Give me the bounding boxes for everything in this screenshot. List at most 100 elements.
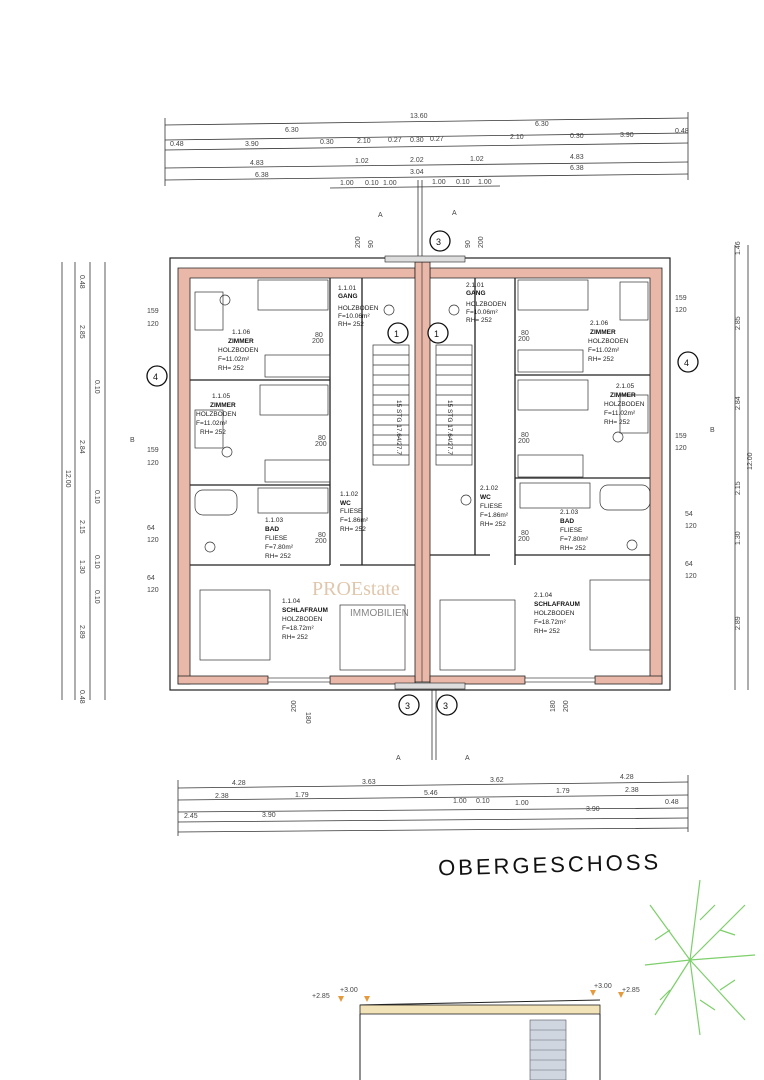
dim-top-r4-0: 4.83 xyxy=(250,160,264,167)
svg-text:3: 3 xyxy=(405,701,410,711)
svg-text:F=18.72m²: F=18.72m² xyxy=(282,625,314,632)
svg-text:1: 1 xyxy=(434,329,439,339)
svg-text:1.30: 1.30 xyxy=(735,531,742,545)
svg-text:200: 200 xyxy=(518,336,530,343)
svg-text:2.38: 2.38 xyxy=(215,793,229,800)
svg-text:2.45: 2.45 xyxy=(184,813,198,820)
svg-text:0.10: 0.10 xyxy=(93,590,100,604)
section-a-bottom-left: A xyxy=(396,755,401,762)
axis-3-top-label: 3 xyxy=(436,237,441,247)
svg-text:3.62: 3.62 xyxy=(490,777,504,784)
svg-text:3.90: 3.90 xyxy=(262,812,276,819)
svg-text:1.00: 1.00 xyxy=(515,800,529,807)
svg-text:120: 120 xyxy=(147,537,159,544)
room-label-2-1-04: 2.1.04 SCHLAFRAUM HOLZBODEN F=18.72m² RH… xyxy=(534,592,580,635)
section-strip xyxy=(338,990,624,1080)
right-dimension-text: 1.46 2.85 2.84 2.15 1.30 2.89 12.00 xyxy=(735,241,754,630)
svg-text:0.48: 0.48 xyxy=(78,690,85,704)
svg-text:200: 200 xyxy=(355,236,362,248)
svg-text:RH= 252: RH= 252 xyxy=(560,545,586,552)
dim-top-r3-0: 3.90 xyxy=(245,141,259,148)
svg-text:1.79: 1.79 xyxy=(295,792,309,799)
stair-right xyxy=(435,344,473,466)
svg-text:80: 80 xyxy=(521,432,529,439)
room-label-2-1-06: 2.1.06 ZIMMER HOLZBODEN F=11.02m² RH= 25… xyxy=(588,320,629,363)
dim-top-r6-4: 0.10 xyxy=(456,179,470,186)
svg-text:200: 200 xyxy=(312,338,324,345)
svg-text:BAD: BAD xyxy=(265,526,279,533)
svg-text:RH= 252: RH= 252 xyxy=(338,321,364,328)
svg-text:RH= 252: RH= 252 xyxy=(265,553,291,560)
section-a-top-right: A xyxy=(452,210,457,217)
svg-text:180: 180 xyxy=(550,700,557,712)
left-dimension-chain xyxy=(61,262,106,700)
svg-text:SCHLAFRAUM: SCHLAFRAUM xyxy=(282,607,328,614)
svg-text:1.46: 1.46 xyxy=(735,241,742,255)
dim-top-r4-3: 1.02 xyxy=(470,156,484,163)
svg-text:FLIESE: FLIESE xyxy=(265,535,288,542)
svg-text:80: 80 xyxy=(521,330,529,337)
svg-text:RH= 252: RH= 252 xyxy=(534,628,560,635)
svg-text:+3.00: +3.00 xyxy=(594,983,612,990)
svg-text:1: 1 xyxy=(394,329,399,339)
svg-text:1.00: 1.00 xyxy=(453,798,467,805)
svg-text:RH= 252: RH= 252 xyxy=(466,317,492,324)
svg-text:0.10: 0.10 xyxy=(93,490,100,504)
dim-top-r6-3: 1.00 xyxy=(432,179,446,186)
svg-text:F=10.06m²: F=10.06m² xyxy=(338,313,370,320)
svg-text:12.00: 12.00 xyxy=(64,470,71,488)
interior-walls xyxy=(190,278,650,566)
right-dimension-chain xyxy=(734,245,749,690)
svg-text:2.1.04: 2.1.04 xyxy=(534,592,552,599)
svg-text:120: 120 xyxy=(685,573,697,580)
svg-text:HOLZBODEN: HOLZBODEN xyxy=(338,305,379,312)
dim-top-r2-3: 0.48 xyxy=(675,128,689,135)
svg-text:HOLZBODEN: HOLZBODEN xyxy=(604,401,645,408)
dim-top-r2-1: 6.30 xyxy=(285,127,299,134)
svg-text:2.1.01: 2.1.01 xyxy=(466,282,484,289)
svg-text:ZIMMER: ZIMMER xyxy=(228,338,254,345)
section-a-bottom-right: A xyxy=(465,755,470,762)
svg-text:F=11.02m²: F=11.02m² xyxy=(604,410,636,417)
dim-top-r4-4: 4.83 xyxy=(570,154,584,161)
svg-text:159: 159 xyxy=(675,433,687,440)
svg-text:2.84: 2.84 xyxy=(78,440,85,454)
room-label-1-1-06: 1.1.06 ZIMMER HOLZBODEN F=11.02m² RH= 25… xyxy=(218,329,259,372)
stair-left xyxy=(372,344,410,466)
svg-text:RH= 252: RH= 252 xyxy=(604,419,630,426)
dim-top-r6-0: 1.00 xyxy=(340,180,354,187)
top-dimension-chain xyxy=(164,112,689,189)
svg-text:ZIMMER: ZIMMER xyxy=(590,329,616,336)
svg-text:F=7.80m²: F=7.80m² xyxy=(560,536,589,543)
axis-4-left-marker xyxy=(146,365,168,387)
dim-top-r2-0: 0.48 xyxy=(170,141,184,148)
svg-text:200: 200 xyxy=(563,700,570,712)
section-b-left: B xyxy=(130,437,135,444)
watermark-sub: IMMOBILIEN xyxy=(350,608,409,619)
svg-text:80: 80 xyxy=(318,532,326,539)
watermark-brand: PROEstate xyxy=(312,578,400,600)
stair-label-right: 15 STG 17.64/27.7 xyxy=(446,400,453,455)
svg-text:3: 3 xyxy=(443,701,448,711)
svg-text:120: 120 xyxy=(147,587,159,594)
svg-text:+3.00: +3.00 xyxy=(340,987,358,994)
svg-text:120: 120 xyxy=(147,460,159,467)
svg-text:0.48: 0.48 xyxy=(665,799,679,806)
axis-3-top-marker xyxy=(429,230,451,252)
svg-text:2.1.03: 2.1.03 xyxy=(560,509,578,516)
svg-text:GANG: GANG xyxy=(466,290,486,297)
svg-text:SCHLAFRAUM: SCHLAFRAUM xyxy=(534,601,580,608)
svg-text:90: 90 xyxy=(368,240,375,248)
svg-text:80: 80 xyxy=(521,530,529,537)
dim-top-r3-3: 0.27 xyxy=(388,137,402,144)
svg-text:2.1.06: 2.1.06 xyxy=(590,320,608,327)
svg-text:+2.85: +2.85 xyxy=(312,993,330,1000)
svg-text:F=11.02m²: F=11.02m² xyxy=(196,420,228,427)
svg-text:120: 120 xyxy=(675,307,687,314)
svg-text:0.10: 0.10 xyxy=(476,798,490,805)
room-label-1-1-01: 1.1.01 GANG HOLZBODEN F=10.06m² RH= 252 xyxy=(338,285,379,328)
svg-text:HOLZBODEN: HOLZBODEN xyxy=(282,616,323,623)
svg-text:64: 64 xyxy=(685,561,693,568)
dim-overall: 13.60 xyxy=(410,113,428,120)
room-label-2-1-02: 2.1.02 WC FLIESE F=1.86m² RH= 252 xyxy=(480,485,509,528)
